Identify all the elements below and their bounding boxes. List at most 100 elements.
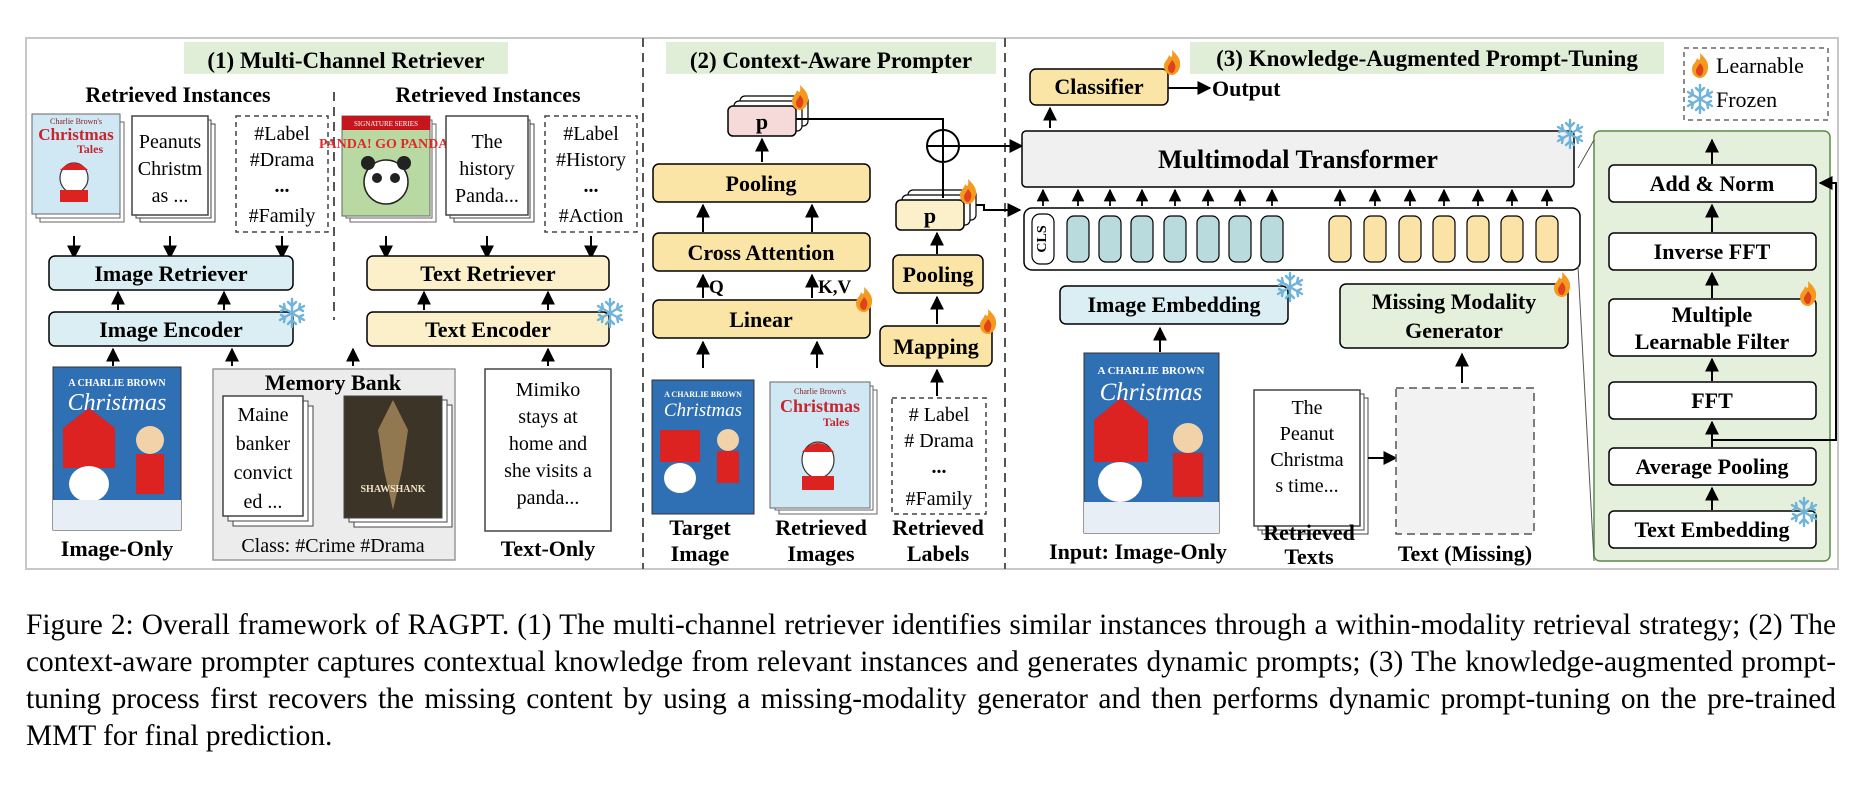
query-text-document: Mimiko stays at home and she visits a pa… [484,368,612,532]
query-image-poster: A CHARLIE BROWN Christmas [52,366,182,531]
svg-text:SIGNATURE SERIES: SIGNATURE SERIES [354,120,418,128]
svg-text:Christmas: Christmas [780,396,860,416]
svg-text:Image: Image [671,541,730,566]
text-token [1535,215,1559,263]
svg-text:Retrieved: Retrieved [1263,520,1355,545]
panel-knowledge-augmented-prompt-tuning: (3) Knowledge-Augmented Prompt-Tuning Le… [1021,42,1837,569]
input-image-poster: A CHARLIE BROWN Christmas [1083,352,1220,534]
svg-text:Text Embedding: Text Embedding [1634,517,1789,542]
retrieved-panda-poster: SIGNATURE SERIES PANDA! GO PANDA! [319,115,453,223]
input-image-only-caption: Input: Image-Only [1049,539,1227,564]
retrieved-texts-stack: The Peanut Christma s time... [1253,389,1369,535]
svg-text:A CHARLIE BROWN: A CHARLIE BROWN [664,390,742,399]
retrieved-label-list-2: #Label #History ... #Action [544,115,638,233]
framework-figure: (1) Multi-Channel Retriever Retrieved In… [25,37,1839,570]
text-token [1466,215,1490,263]
svg-text:PANDA! GO PANDA!: PANDA! GO PANDA! [319,137,453,152]
cls-token [1031,213,1055,265]
retrieved-images-stack: Charlie Brown's Christmas Tales [769,381,878,515]
mapping-box [879,325,993,367]
multimodal-transformer [1021,130,1575,188]
generator-detail-panel: Add & Norm Inverse FFT Multiple Learnabl… [1577,130,1837,562]
svg-text:Mimiko: Mimiko [516,379,580,401]
missing-text-placeholder [1395,387,1535,535]
svg-text:home and: home and [509,433,587,455]
svg-text:Charlie Brown's: Charlie Brown's [794,387,846,396]
svg-text:Christmas: Christmas [68,390,167,416]
memory-bank: Memory Bank Maine banker convict ed ... … [212,368,456,561]
text-encoder-label: Text Encoder [425,317,551,342]
svg-text:Q: Q [709,277,724,298]
svg-text:Classifier: Classifier [1054,74,1143,99]
linear-box [652,299,871,339]
svg-text:Mapping: Mapping [893,334,979,359]
svg-text:Retrieved: Retrieved [775,515,867,540]
cross-attention-box [652,232,871,272]
svg-text:Target: Target [669,515,731,540]
svg-text:Peanut: Peanut [1280,423,1335,445]
svg-text:...: ... [275,175,290,197]
image-retriever-label: Image Retriever [94,261,248,286]
pooling-box [652,163,871,203]
memory-class-label: Class: #Crime #Drama [241,535,424,557]
fft-box [1608,381,1817,420]
retrieved-label-list: #Label #Drama ... #Family [235,115,329,233]
panel-multi-channel-retriever: (1) Multi-Channel Retriever Retrieved In… [31,42,638,561]
svg-text:#Action: #Action [559,205,623,227]
svg-text:convict: convict [234,462,293,484]
svg-text:Tales: Tales [77,142,104,156]
svg-text:Tales: Tales [823,415,850,429]
text-token [1500,215,1524,263]
svg-text:FFT: FFT [1691,388,1733,413]
image-token [1228,215,1252,263]
svg-text:Add & Norm: Add & Norm [1650,171,1775,196]
svg-text:CLS: CLS [1035,225,1050,252]
panel2-title: (2) Context-Aware Prompter [690,48,972,73]
text-encoder-box [366,311,610,347]
svg-text:Inverse FFT: Inverse FFT [1654,239,1771,264]
image-token [1260,215,1284,263]
token-group [1036,188,1559,263]
svg-text:banker: banker [236,433,291,455]
svg-text:#Family: #Family [906,488,973,510]
svg-text:Peanuts: Peanuts [139,131,201,153]
svg-text:The: The [471,131,502,153]
figure-caption: Figure 2: Overall framework of RAGPT. (1… [26,609,1836,752]
image-token [1196,215,1220,263]
memory-bank-title: Memory Bank [265,370,402,395]
text-retriever-label: Text Retriever [420,261,556,286]
left-retrieved-header: Retrieved Instances [85,82,271,107]
svg-text:Average Pooling: Average Pooling [1636,454,1789,479]
svg-text:Pooling: Pooling [903,262,974,287]
svg-text:Multimodal Transformer: Multimodal Transformer [1158,145,1438,174]
svg-text:Learnable Filter: Learnable Filter [1635,329,1790,354]
svg-text:Labels: Labels [907,541,970,566]
image-token [1066,215,1090,263]
text-retriever-box [366,255,610,291]
svg-text:Christma: Christma [1270,449,1343,471]
text-token [1398,215,1422,263]
retrieved-labels-list: # Label # Drama ... #Family [891,397,987,515]
image-retriever-box [48,255,294,291]
svg-text:Linear: Linear [729,307,793,332]
add-norm-box [1608,164,1817,203]
svg-text:#Label: #Label [254,123,310,145]
right-retrieved-header: Retrieved Instances [395,82,581,107]
svg-text:#Drama: #Drama [250,149,315,171]
svg-text:she visits a: she visits a [504,460,592,482]
inverse-fft-box [1608,232,1817,271]
svg-text:Pooling: Pooling [726,171,797,196]
retrieved-text-document-2: The history Panda... [445,115,535,223]
image-only-caption: Image-Only [61,536,173,561]
svg-text:#Label: #Label [563,123,619,145]
svg-text:Christmas: Christmas [38,125,114,144]
retrieved-image-poster: Charlie Brown's Christmas Tales [31,113,125,223]
missing-modality-generator [1339,283,1569,349]
svg-text:K,V: K,V [818,277,852,298]
svg-text:ed ...: ed ... [244,491,283,513]
svg-text:Christmas: Christmas [1100,379,1203,406]
average-pooling-box [1608,447,1817,486]
svg-text:s time...: s time... [1275,475,1338,497]
svg-text:# Drama: # Drama [904,430,974,452]
svg-text:SHAWSHANK: SHAWSHANK [360,484,425,495]
